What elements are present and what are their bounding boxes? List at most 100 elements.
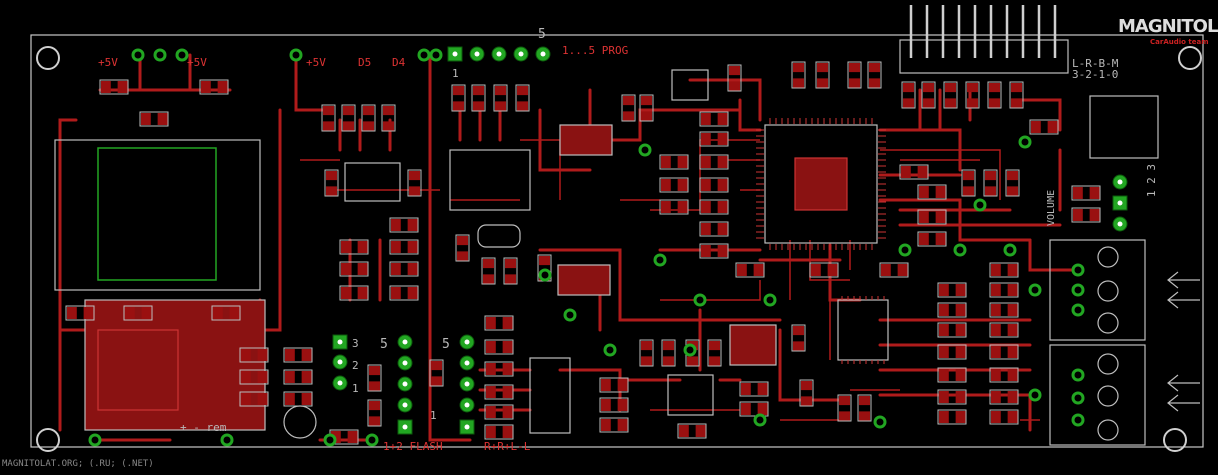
- label-vol-pins: 1 2 3: [1145, 163, 1159, 198]
- smd-component: [484, 361, 514, 377]
- smd-component: [989, 367, 1019, 383]
- smd-component: [599, 417, 629, 433]
- smd-component: [847, 61, 862, 89]
- via: [1071, 413, 1085, 427]
- smd-component: [659, 199, 689, 215]
- smd-component: [917, 231, 947, 247]
- smd-component: [407, 169, 422, 197]
- via: [953, 243, 967, 257]
- via: [1071, 368, 1085, 382]
- smd-component: [599, 377, 629, 393]
- via: [563, 308, 577, 322]
- smd-component: [389, 217, 419, 233]
- smd-component: [699, 199, 729, 215]
- label-flash: 1+2 FLASH: [383, 440, 443, 453]
- smd-component: [341, 104, 356, 132]
- smd-component: [699, 221, 729, 237]
- smd-component: [515, 84, 530, 112]
- via: [289, 48, 303, 62]
- smd-component: [943, 81, 958, 109]
- smd-component: [339, 285, 369, 301]
- smd-component: [937, 344, 967, 360]
- smd-component: [1071, 207, 1101, 223]
- smd-component: [283, 369, 313, 385]
- via: [603, 343, 617, 357]
- smd-component: [1005, 169, 1020, 197]
- via: [153, 48, 167, 62]
- via: [763, 293, 777, 307]
- smd-component: [429, 359, 444, 387]
- smd-component: [239, 369, 269, 385]
- smd-component: [389, 239, 419, 255]
- smd-component: [639, 339, 654, 367]
- smd-component: [659, 177, 689, 193]
- smd-component: [621, 94, 636, 122]
- smd-component: [937, 322, 967, 338]
- smd-component: [139, 111, 169, 127]
- via: [873, 415, 887, 429]
- label-3210: 3-2-1-0: [1072, 68, 1119, 81]
- via: [898, 243, 912, 257]
- smd-component: [599, 397, 629, 413]
- smd-component: [65, 305, 95, 321]
- smd-component: [661, 339, 676, 367]
- via: [683, 343, 697, 357]
- smd-component: [699, 243, 729, 259]
- smd-component: [937, 409, 967, 425]
- smd-component: [367, 364, 382, 392]
- smd-component: [339, 239, 369, 255]
- smd-component: [699, 131, 729, 147]
- label-num5-b: 5: [442, 337, 450, 352]
- via: [1018, 135, 1032, 149]
- brand-logo: MAGNITOLA: [1118, 16, 1218, 37]
- smd-component: [455, 234, 470, 262]
- smd-component: [791, 324, 806, 352]
- smd-component: [699, 111, 729, 127]
- via: [417, 48, 431, 62]
- smd-component: [389, 261, 419, 277]
- smd-component: [989, 389, 1019, 405]
- smd-component: [239, 391, 269, 407]
- label-pin1-a: 1: [352, 382, 359, 395]
- via: [693, 293, 707, 307]
- label-num5-a: 5: [380, 337, 388, 352]
- mounting-holes: [36, 46, 1202, 452]
- smd-component: [239, 347, 269, 363]
- smd-component: [901, 81, 916, 109]
- smd-component: [989, 322, 1019, 338]
- label-d5: D5: [358, 56, 372, 69]
- through-hole-pads: [332, 46, 1128, 435]
- label-prog-num: 5: [538, 27, 546, 42]
- label-pin2: 2: [352, 359, 359, 372]
- label-5v-a: +5V: [98, 56, 118, 69]
- smd-component: [484, 424, 514, 440]
- smd-component: [503, 257, 518, 285]
- smd-component: [389, 285, 419, 301]
- via: [638, 143, 652, 157]
- smd-component: [937, 389, 967, 405]
- via: [220, 433, 234, 447]
- via: [1071, 283, 1085, 297]
- footer-url: MAGNITOLAT.ORG; (.RU; (.NET): [2, 459, 154, 469]
- label-5v-c: +5V: [306, 56, 326, 69]
- via: [365, 433, 379, 447]
- via: [1003, 243, 1017, 257]
- smd-component: [484, 404, 514, 420]
- smd-component: [484, 315, 514, 331]
- smd-component: [739, 381, 769, 397]
- label-volume: VOLUME: [1046, 189, 1057, 226]
- smd-component: [1009, 81, 1024, 109]
- via: [88, 433, 102, 447]
- via: [323, 433, 337, 447]
- smd-component: [867, 61, 882, 89]
- pin-header-pins: [909, 5, 1057, 58]
- smd-component: [283, 347, 313, 363]
- smd-component: [361, 104, 376, 132]
- smd-component: [921, 81, 936, 109]
- smd-component: [989, 262, 1019, 278]
- smd-component: [917, 184, 947, 200]
- smd-component: [381, 104, 396, 132]
- smd-component: [659, 154, 689, 170]
- label-d4: D4: [392, 56, 406, 69]
